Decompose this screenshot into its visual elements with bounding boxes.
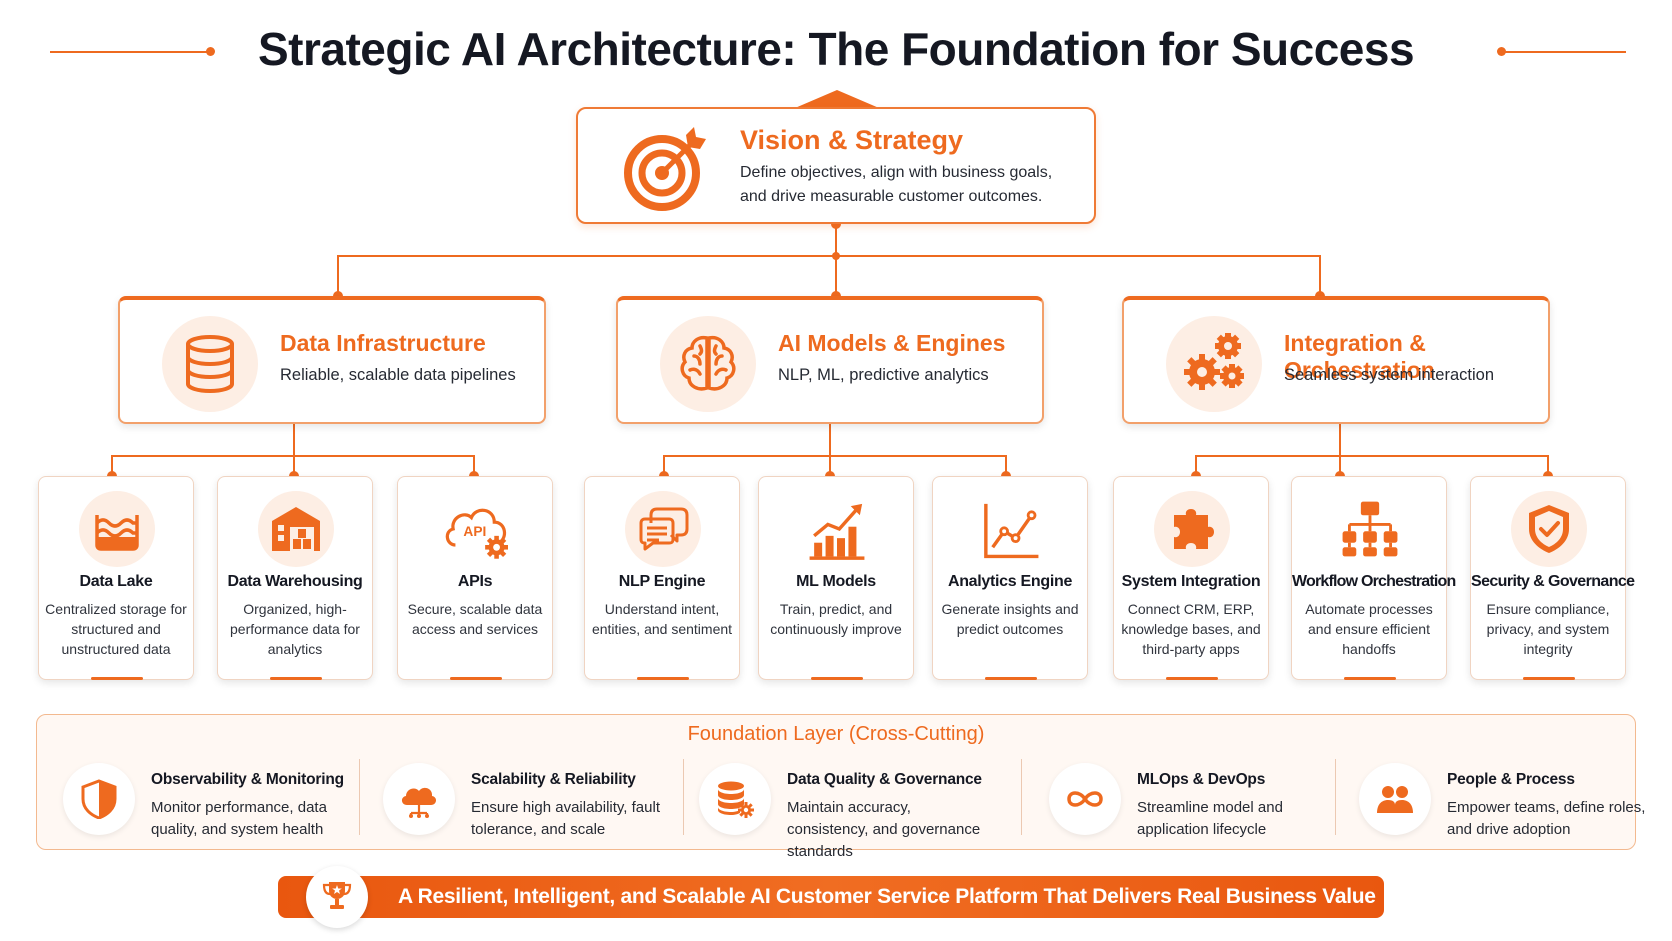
component-title: Data Lake: [79, 573, 153, 590]
pillar-data-infrastructure: Data Infrastructure Reliable, scalable d…: [118, 296, 546, 424]
banner-text: A Resilient, Intelligent, and Scalable A…: [398, 885, 1376, 908]
foundation-item-description: Monitor performance, data quality, and s…: [151, 799, 327, 838]
component-system-integration: System Integration Connect CRM, ERP, kno…: [1113, 476, 1269, 680]
infinity-icon: [1067, 791, 1103, 807]
foundation-item-description: Streamline model and application lifecyc…: [1137, 799, 1283, 838]
warehouse-icon: [272, 507, 320, 551]
line-chart-icon: [984, 503, 1039, 559]
database-icon: [186, 335, 234, 394]
water-waves-icon: [95, 515, 139, 551]
foundation-item-scalability: Scalability & Reliability Ensure high av…: [361, 751, 671, 841]
component-data-lake: Data Lake Centralized storage for struct…: [38, 476, 194, 680]
brain-icon: [680, 335, 736, 391]
component-description: Automate processes and ensure efficient …: [1305, 601, 1433, 657]
component-analytics-engine: Analytics Engine Generate insights and p…: [932, 476, 1088, 680]
component-title: System Integration: [1121, 573, 1261, 590]
component-title: APIs: [457, 573, 493, 590]
component-title: NLP Engine: [618, 573, 706, 590]
vision-strategy-card: Vision & Strategy Define objectives, ali…: [576, 107, 1096, 224]
component-data-warehousing: Data Warehousing Organized, high-perform…: [217, 476, 373, 680]
foundation-title: Foundation Layer (Cross-Cutting): [687, 723, 985, 745]
component-apis: API APIs Secure, scalable data access an…: [397, 476, 553, 680]
foundation-item-people-process: People & Process Empower teams, define r…: [1337, 751, 1645, 841]
component-description: Connect CRM, ERP, knowledge bases, and t…: [1121, 601, 1261, 657]
pillar-integration-orchestration: Integration & Orchestration Seamless sys…: [1122, 296, 1550, 424]
foundation-item-title: Scalability & Reliability: [471, 771, 636, 788]
title-row: Strategic AI Architecture: The Foundatio…: [0, 18, 1672, 82]
component-workflow-orchestration: Workflow Orchestration Automate processe…: [1291, 476, 1456, 680]
target-arrow-icon: [624, 127, 706, 211]
pillar-title: AI Models & Engines: [778, 330, 1006, 356]
component-description: Centralized storage for structured and u…: [45, 601, 187, 657]
foundation-item-mlops: MLOps & DevOps Streamline model and appl…: [1027, 751, 1327, 841]
component-title: Analytics Engine: [947, 573, 1073, 590]
hierarchy-icon: [1342, 501, 1398, 557]
foundation-item-description: Empower teams, define roles, and drive a…: [1447, 799, 1646, 838]
vision-title: Vision & Strategy: [740, 125, 964, 155]
foundation-item-title: Data Quality & Governance: [787, 771, 982, 788]
foundation-layer: Foundation Layer (Cross-Cutting) Observa…: [36, 714, 1645, 860]
puzzle-piece-icon: [1174, 509, 1214, 549]
people-icon: [1377, 786, 1413, 813]
shield-half-icon: [81, 779, 117, 819]
gears-icon: [1184, 333, 1244, 390]
foundation-item-data-quality: Data Quality & Governance Maintain accur…: [677, 751, 987, 860]
component-title: Data Warehousing: [227, 573, 363, 590]
foundation-item-title: MLOps & DevOps: [1137, 771, 1266, 788]
foundation-item-description: Maintain accuracy, consistency, and gove…: [787, 799, 981, 860]
database-gear-icon: [718, 781, 754, 818]
foundation-item-title: Observability & Monitoring: [151, 771, 344, 788]
foundation-item-observability: Observability & Monitoring Monitor perfo…: [41, 751, 351, 841]
trophy-badge: [306, 866, 368, 928]
component-description: Understand intent, entities, and sentime…: [591, 601, 733, 637]
title-dot-right: [1497, 47, 1506, 56]
pillar-title: Integration & Orchestration: [1284, 330, 1435, 383]
pillar-description: Reliable, scalable data pipelines: [280, 366, 516, 384]
component-nlp-engine: NLP Engine Understand intent, entities, …: [584, 476, 740, 680]
trophy-icon: [322, 882, 352, 909]
value-banner: A Resilient, Intelligent, and Scalable A…: [278, 876, 1384, 918]
component-security-governance: Security & Governance Ensure compliance,…: [1470, 476, 1635, 680]
api-cloud-gear-icon: API: [445, 508, 508, 559]
foundation-item-description: Ensure high availability, fault toleranc…: [471, 799, 660, 838]
page-title: Strategic AI Architecture: The Foundatio…: [257, 23, 1415, 75]
title-dot-left: [206, 47, 215, 56]
pillar-description: Seamless system interaction: [1284, 366, 1494, 384]
component-description: Organized, high-performance data for ana…: [230, 601, 360, 657]
component-description: Train, predict, and continuously improve: [770, 601, 902, 637]
pillar-description: NLP, ML, predictive analytics: [778, 366, 989, 384]
component-title: Workflow Orchestration: [1292, 573, 1456, 590]
title-rule-right: [1502, 51, 1626, 53]
pillar-title: Data Infrastructure: [280, 330, 486, 356]
svg-text:API: API: [463, 524, 486, 539]
vision-pointer: [795, 90, 879, 108]
component-title: ML Models: [796, 573, 876, 590]
bar-chart-trend-icon: [809, 503, 865, 560]
vision-description: Define objectives, align with business g…: [740, 164, 1053, 205]
shield-check-icon: [1529, 505, 1569, 553]
component-description: Generate insights and predict outcomes: [941, 601, 1079, 637]
component-ml-models: ML Models Train, predict, and continuous…: [758, 476, 914, 680]
cloud-network-icon: [401, 787, 437, 818]
component-description: Ensure compliance, privacy, and system i…: [1486, 601, 1610, 657]
component-description: Secure, scalable data access and service…: [407, 601, 543, 637]
foundation-item-title: People & Process: [1447, 771, 1575, 788]
pillar-ai-models-engines: AI Models & Engines NLP, ML, predictive …: [616, 296, 1044, 424]
chat-bubbles-icon: [639, 507, 689, 551]
component-title: Security & Governance: [1471, 573, 1635, 590]
title-rule-left: [50, 51, 210, 53]
